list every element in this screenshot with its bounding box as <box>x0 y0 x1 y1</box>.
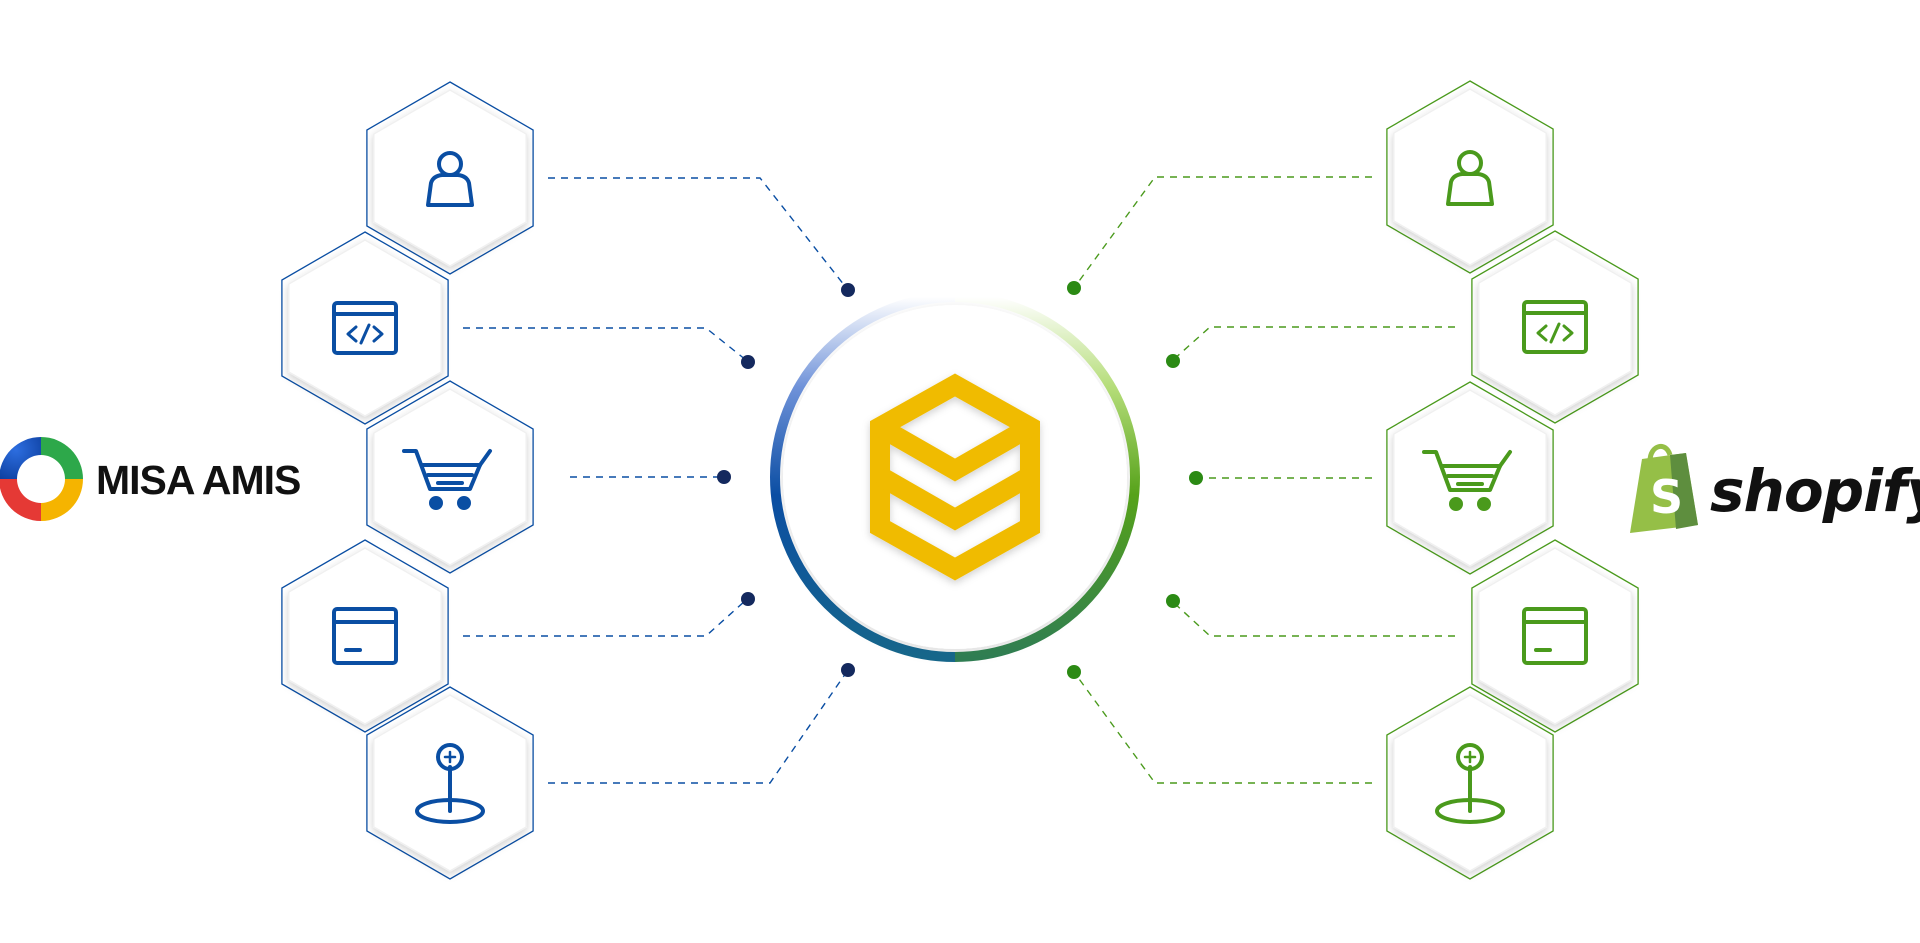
dot-pin-right <box>1067 665 1081 679</box>
hex-outline <box>1471 539 1639 733</box>
shopping-cart-icon <box>1422 450 1512 511</box>
center-hub <box>770 292 1140 662</box>
hex-outline <box>1386 80 1554 274</box>
right-node-customer <box>1386 80 1554 274</box>
right-node-shopping-cart <box>1386 381 1554 575</box>
connector-code-left <box>463 327 747 361</box>
center-ring-right <box>954 292 1140 662</box>
hex-tile <box>1393 88 1547 266</box>
dot-card-left <box>741 592 755 606</box>
location-pin-icon <box>1435 743 1505 824</box>
left-node-customer <box>366 81 534 275</box>
left-node-code-window <box>281 231 449 425</box>
hex-outline <box>366 380 534 574</box>
left-node-shopping-cart <box>366 380 534 574</box>
connector-card-right <box>1172 601 1455 637</box>
hex-outline <box>281 539 449 733</box>
connector-card-left <box>463 599 747 637</box>
location-pin-icon <box>415 743 485 824</box>
customer-icon <box>1446 150 1494 206</box>
dot-card-right <box>1166 594 1180 608</box>
right-connector-dots <box>1067 281 1203 679</box>
hex-outline <box>1471 230 1639 424</box>
right-connectors <box>1073 176 1455 784</box>
payment-card-icon <box>332 607 398 665</box>
right-node-location-pin <box>1386 686 1554 880</box>
left-node-payment-card <box>281 539 449 733</box>
misa-amis-logo <box>0 437 83 521</box>
connector-customer-left <box>548 177 849 291</box>
left-connectors <box>463 177 849 784</box>
hex-outline <box>366 81 534 275</box>
svg-text:S: S <box>1650 470 1683 524</box>
shopify-wordmark: shopify <box>1710 457 1920 525</box>
hex-tile <box>1478 238 1632 416</box>
right-hex-column <box>1386 80 1639 880</box>
connector-pin-right <box>1073 671 1372 784</box>
dot-pin-left <box>841 663 855 677</box>
stacked-layers-icon <box>870 373 1040 581</box>
dot-customer-left <box>841 283 855 297</box>
right-node-payment-card <box>1471 539 1639 733</box>
misa-amis-brand: MISA AMIS <box>0 437 301 521</box>
connector-customer-right <box>1073 176 1372 289</box>
misa-amis-wordmark: MISA AMIS <box>96 457 300 503</box>
shopify-brand: S shopify <box>1630 444 1920 533</box>
connector-pin-left <box>548 669 849 784</box>
hex-tile <box>288 547 442 725</box>
dot-code-right <box>1166 354 1180 368</box>
dot-code-left <box>741 355 755 369</box>
payment-card-icon <box>1522 607 1588 665</box>
shopping-cart-icon <box>402 449 492 510</box>
dot-customer-right <box>1067 281 1081 295</box>
left-connector-dots <box>717 283 855 677</box>
dot-cart-right <box>1189 471 1203 485</box>
hex-outline <box>366 686 534 880</box>
hex-tile <box>288 239 442 417</box>
shopify-bag-logo: S <box>1630 444 1698 533</box>
connector-code-right <box>1172 326 1455 361</box>
code-window-icon <box>1522 300 1588 354</box>
left-hex-column <box>281 81 534 880</box>
hex-tile <box>373 89 527 267</box>
hex-outline <box>281 231 449 425</box>
code-window-icon <box>332 301 398 355</box>
hex-outline <box>1386 381 1554 575</box>
left-node-location-pin <box>366 686 534 880</box>
right-node-code-window <box>1471 230 1639 424</box>
hex-outline <box>1386 686 1554 880</box>
hex-tile <box>1478 547 1632 725</box>
dot-cart-left <box>717 470 731 484</box>
customer-icon <box>426 151 474 207</box>
center-ring-left <box>770 292 956 662</box>
